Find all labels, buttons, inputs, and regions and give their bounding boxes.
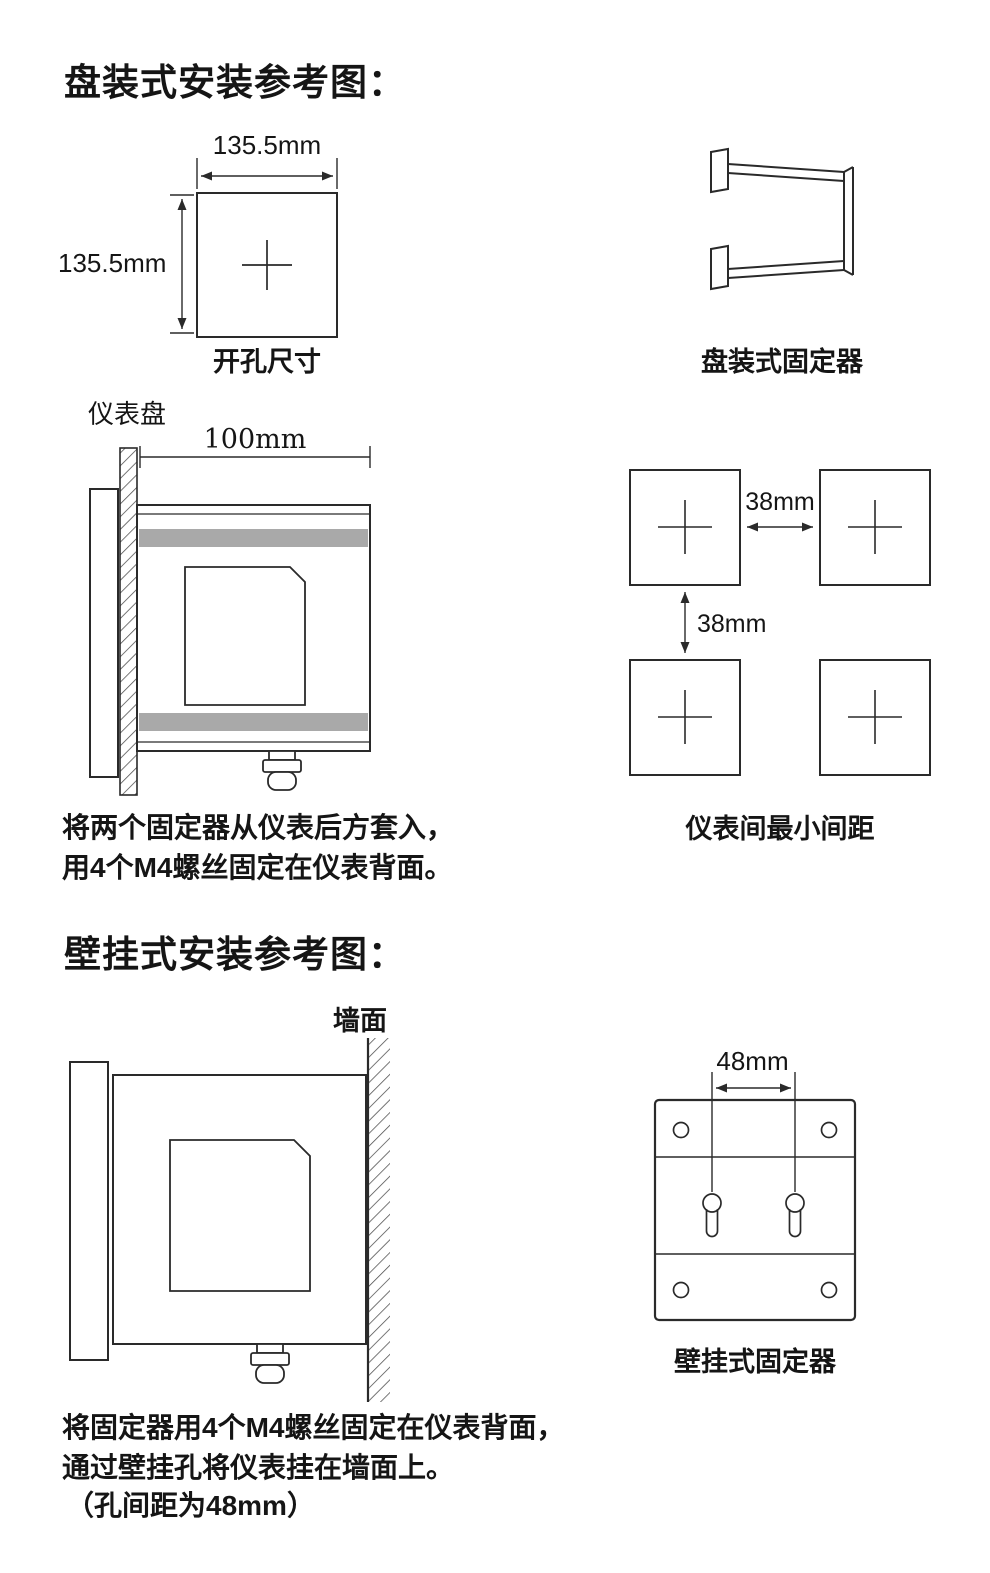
body-inner-panel bbox=[184, 566, 306, 706]
cable-gland bbox=[250, 1343, 290, 1384]
wall-mount-note-line-1: 将固定器用4个M4螺丝固定在仪表背面， bbox=[62, 1412, 565, 1443]
wall-label: 墙面 bbox=[333, 1006, 387, 1036]
panel-mount-title: 盘装式安装参考图： bbox=[64, 62, 406, 103]
bracket-plate bbox=[653, 1098, 857, 1322]
cutout-width-label: 135.5mm bbox=[212, 130, 322, 160]
cutout-caption: 开孔尺寸 bbox=[213, 347, 321, 377]
instrument-outline bbox=[819, 659, 931, 776]
spacing-drawing bbox=[629, 469, 931, 776]
fixer-band-top bbox=[139, 529, 368, 547]
instrument-outline bbox=[819, 469, 931, 586]
cutout-square bbox=[196, 192, 338, 338]
spacing-dimensions bbox=[680, 522, 813, 653]
corner-screw-holes bbox=[672, 1121, 838, 1299]
fixer-band-bottom bbox=[139, 713, 368, 731]
bracket-hole-spacing-label: 48mm bbox=[716, 1046, 789, 1076]
wall-mount-title: 壁挂式安装参考图： bbox=[64, 934, 406, 975]
fixer-bottom-tab bbox=[710, 244, 729, 291]
spacing-vertical-label: 38mm bbox=[697, 610, 767, 638]
wall-bracket-caption: 壁挂式固定器 bbox=[674, 1347, 836, 1377]
wall-hatched bbox=[368, 1038, 390, 1402]
spacing-caption: 仪表间最小间距 bbox=[685, 814, 875, 844]
panel-wall-hatched bbox=[119, 447, 138, 796]
keyhole-slots bbox=[702, 1193, 805, 1238]
fixer-top-tab bbox=[710, 147, 729, 194]
height-dimension bbox=[170, 194, 194, 334]
front-bezel bbox=[89, 488, 119, 778]
width-dimension bbox=[196, 158, 338, 189]
wall-mount-note-line-3: （孔间距为48mm） bbox=[66, 1490, 315, 1521]
center-cross-mark bbox=[242, 240, 292, 290]
instrument-outline bbox=[629, 469, 741, 586]
spacing-horizontal-label: 38mm bbox=[745, 488, 815, 516]
body-inner-panel bbox=[169, 1139, 311, 1292]
cable-gland bbox=[262, 750, 302, 791]
panel-mount-note-line-1: 将两个固定器从仪表后方套入， bbox=[62, 812, 455, 843]
panel-fixer-drawing bbox=[710, 147, 854, 291]
instrument-panel-label: 仪表盘 bbox=[88, 400, 167, 430]
front-bezel bbox=[69, 1061, 109, 1361]
panel-mount-note-line-2: 用4个M4螺丝固定在仪表背面。 bbox=[62, 852, 453, 883]
depth-dimension-label: 100mm bbox=[203, 424, 307, 455]
cutout-height-label: 135.5mm bbox=[58, 248, 167, 278]
instrument-outline bbox=[629, 659, 741, 776]
depth-dimension bbox=[139, 446, 371, 468]
wall-mount-note-line-2: 通过壁挂孔将仪表挂在墙面上。 bbox=[62, 1452, 455, 1483]
wall-bracket-drawing bbox=[653, 1072, 857, 1322]
hole-spacing-dimension bbox=[711, 1072, 796, 1192]
panel-side-view-drawing bbox=[89, 446, 371, 796]
panel-fixer-caption: 盘装式固定器 bbox=[701, 347, 863, 377]
cutout-drawing bbox=[170, 158, 338, 338]
cross-marks bbox=[658, 500, 902, 744]
wall-side-view-drawing bbox=[69, 1038, 390, 1402]
